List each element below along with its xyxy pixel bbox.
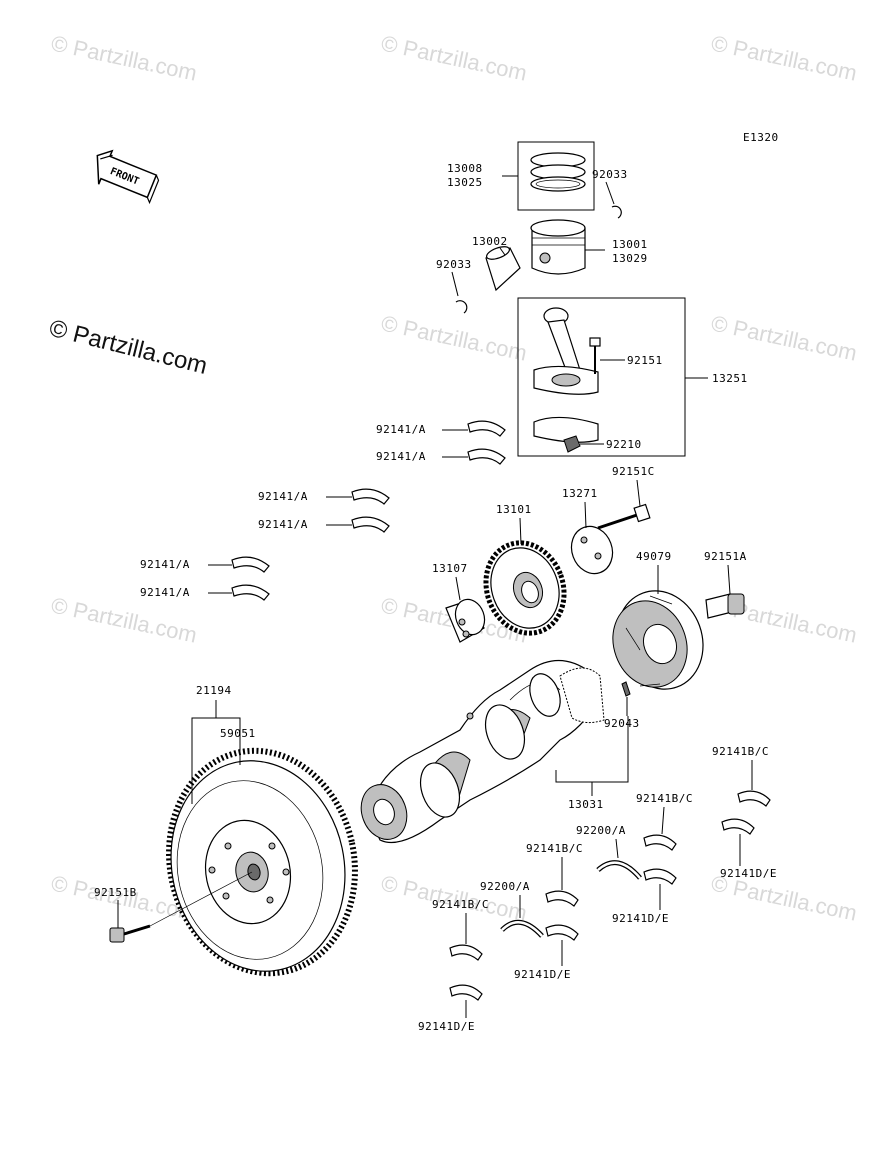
main-bearing-shells xyxy=(449,790,771,1001)
dowel-pin xyxy=(621,681,631,697)
bolt-92151a xyxy=(705,593,745,619)
watermark: © Partzilla.com xyxy=(379,310,529,365)
connecting-rod xyxy=(533,307,599,443)
label-13025: 13025 xyxy=(447,176,483,189)
label-92151: 92151 xyxy=(627,354,663,367)
piston-rings xyxy=(517,141,595,211)
balancer-plate xyxy=(570,525,614,575)
rod-nut xyxy=(563,435,581,453)
label-21194: 21194 xyxy=(196,684,232,697)
label-13002: 13002 xyxy=(472,235,508,248)
watermark: © Partzilla.com xyxy=(709,310,859,365)
label-13251: 13251 xyxy=(712,372,748,385)
label-92141de-3: 92141D/E xyxy=(514,968,571,981)
label-59051: 59051 xyxy=(220,727,256,740)
label-92141bc-2: 92141B/C xyxy=(636,792,693,805)
rod-bolt xyxy=(589,337,601,374)
diagram-code: E1320 xyxy=(743,131,779,144)
label-92141de-4: 92141D/E xyxy=(418,1020,475,1033)
label-92151c: 92151C xyxy=(612,465,655,478)
thrust-washers xyxy=(500,860,642,938)
label-92151a: 92151A xyxy=(704,550,747,563)
watermark: © Partzilla.com xyxy=(49,592,199,647)
watermark: © Partzilla.com xyxy=(709,30,859,85)
label-92141bc-4: 92141B/C xyxy=(432,898,489,911)
label-92141de-1: 92141D/E xyxy=(720,867,777,880)
watermark: © Partzilla.com xyxy=(49,30,199,85)
crankshaft xyxy=(360,659,605,844)
bearing-shell xyxy=(467,420,506,465)
label-92033-right: 92033 xyxy=(592,168,628,181)
label-13107: 13107 xyxy=(432,562,468,575)
label-13008: 13008 xyxy=(447,162,483,175)
label-92210: 92210 xyxy=(606,438,642,451)
label-92141bc-3: 92141B/C xyxy=(526,842,583,855)
crank-gear xyxy=(483,540,567,636)
label-92141de-2: 92141D/E xyxy=(612,912,669,925)
label-92043: 92043 xyxy=(604,717,640,730)
label-92141a-1: 92141/A xyxy=(376,423,426,436)
bolt-92151c xyxy=(597,503,651,530)
snap-ring xyxy=(611,205,622,219)
label-92141a-2: 92141/A xyxy=(376,450,426,463)
label-13029: 13029 xyxy=(612,252,648,265)
flywheel xyxy=(166,747,358,977)
label-92141bc-1: 92141B/C xyxy=(712,745,769,758)
snap-ring xyxy=(455,300,468,314)
label-92141a-3: 92141/A xyxy=(258,490,308,503)
label-92141a-5: 92141/A xyxy=(140,558,190,571)
label-13031: 13031 xyxy=(568,798,604,811)
gear-spacer xyxy=(445,598,486,643)
label-92151b: 92151B xyxy=(94,886,137,899)
label-13001: 13001 xyxy=(612,238,648,251)
connecting-rod-assembly-box xyxy=(517,297,686,457)
watermark-prominent: © Partzilla.com xyxy=(47,315,210,380)
bearing-shell xyxy=(351,488,390,533)
pulley-coupling xyxy=(612,590,704,690)
label-92141a-4: 92141/A xyxy=(258,518,308,531)
flywheel-bolt xyxy=(109,871,253,943)
watermark: © Partzilla.com xyxy=(379,30,529,85)
front-arrow-icon: FRONT xyxy=(96,149,160,205)
piston xyxy=(530,219,586,275)
label-92200a-1: 92200/A xyxy=(576,824,626,837)
label-92141a-6: 92141/A xyxy=(140,586,190,599)
label-92033-left: 92033 xyxy=(436,258,472,271)
label-49079: 49079 xyxy=(636,550,672,563)
label-92200a-2: 92200/A xyxy=(480,880,530,893)
label-13101: 13101 xyxy=(496,503,532,516)
bearing-shell xyxy=(231,556,270,601)
label-13271: 13271 xyxy=(562,487,598,500)
